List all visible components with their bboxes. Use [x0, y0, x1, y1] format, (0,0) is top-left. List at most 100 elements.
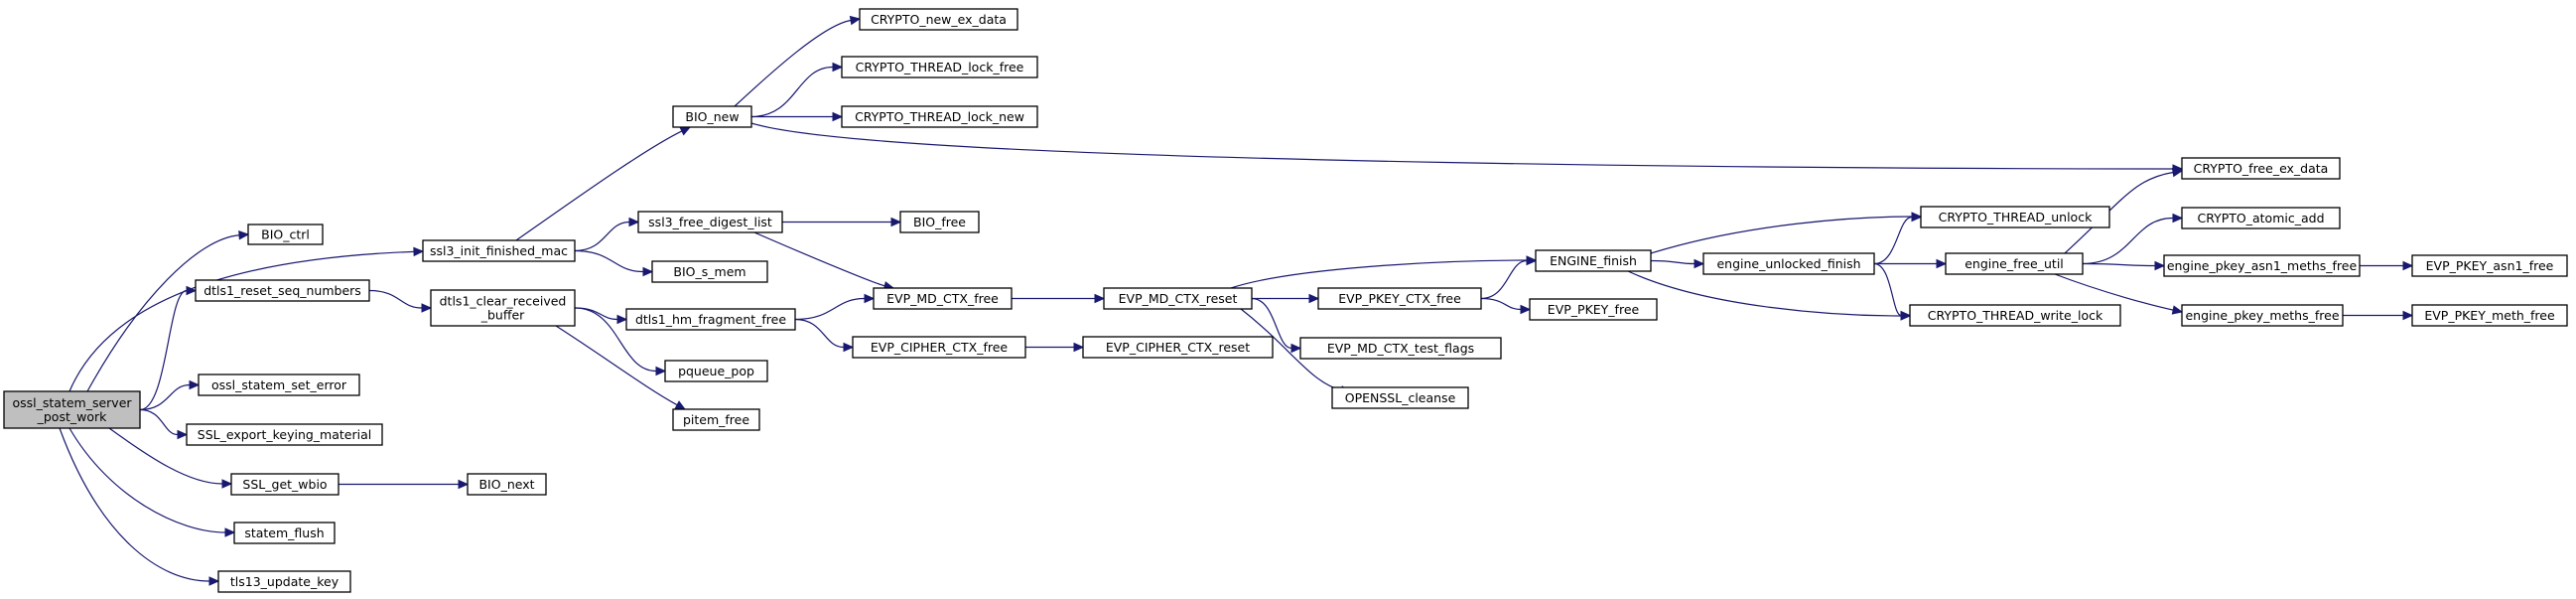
arrowhead-icon — [1308, 293, 1320, 304]
node-EVP_PKEY_meth_free[interactable]: EVP_PKEY_meth_free — [2411, 304, 2568, 327]
node-BIO_new[interactable]: BIO_new — [672, 105, 752, 128]
arrowhead-icon — [843, 342, 855, 353]
arrowhead-icon — [224, 527, 236, 537]
arrowhead-icon — [849, 15, 862, 26]
node-label: engine_pkey_asn1_meths_free — [2167, 258, 2358, 273]
node-box — [430, 289, 576, 327]
node-EVP_PKEY_asn1_free[interactable]: EVP_PKEY_asn1_free — [2411, 254, 2568, 277]
node-box — [247, 224, 324, 245]
node-ossl_statem_set_error[interactable]: ossl_statem_set_error — [198, 374, 360, 396]
node-pitem_free[interactable]: pitem_free — [672, 408, 760, 431]
node-BIO_s_mem[interactable]: BIO_s_mem — [651, 260, 768, 283]
arrowhead-icon — [864, 293, 876, 304]
edge-ssl3_init_finished_mac-to-ssl3_free_digest_list — [574, 217, 640, 252]
edge-engine_free_util-to-CRYPTO_free_ex_data — [2064, 167, 2184, 254]
node-BIO_next[interactable]: BIO_next — [467, 473, 547, 496]
node-box — [1317, 287, 1482, 310]
node-root[interactable]: ossl_statem_server_post_work — [3, 390, 141, 429]
arrowhead-icon — [221, 479, 233, 489]
edge-ENGINE_finish-to-CRYPTO_THREAD_write_lock — [1627, 270, 1912, 321]
arrowhead-icon — [186, 285, 198, 296]
node-CRYPTO_free_ex_data[interactable]: CRYPTO_free_ex_data — [2181, 157, 2341, 180]
node-label: CRYPTO_new_ex_data — [871, 12, 1007, 27]
node-EVP_CIPHER_CTX_reset[interactable]: EVP_CIPHER_CTX_reset — [1082, 336, 1274, 359]
arrowhead-icon — [2402, 310, 2414, 321]
edge-root-to-BIO_ctrl — [86, 230, 250, 392]
node-CRYPTO_THREAD_lock_new[interactable]: CRYPTO_THREAD_lock_new — [841, 105, 1038, 128]
node-box — [672, 408, 760, 431]
arrowhead-icon — [1520, 304, 1532, 315]
node-box — [198, 374, 360, 396]
node-label: dtls1_reset_seq_numbers — [203, 283, 361, 298]
arrowhead-icon — [2172, 213, 2184, 224]
node-ssl3_init_finished_mac[interactable]: ssl3_init_finished_mac — [422, 239, 576, 262]
node-label: pitem_free — [683, 412, 749, 427]
node-CRYPTO_THREAD_lock_free[interactable]: CRYPTO_THREAD_lock_free — [841, 56, 1038, 78]
node-CRYPTO_atomic_add[interactable]: CRYPTO_atomic_add — [2181, 207, 2341, 229]
node-CRYPTO_new_ex_data[interactable]: CRYPTO_new_ex_data — [859, 8, 1018, 31]
node-CRYPTO_THREAD_unlock[interactable]: CRYPTO_THREAD_unlock — [1920, 206, 2110, 228]
node-engine_pkey_meths_free[interactable]: engine_pkey_meths_free — [2181, 304, 2344, 327]
node-box — [2181, 157, 2341, 180]
node-label: ossl_statem_server — [12, 395, 132, 410]
edge-EVP_CIPHER_CTX_free-to-EVP_CIPHER_CTX_reset — [1025, 342, 1085, 353]
node-label: statem_flush — [244, 525, 324, 540]
node-SSL_export_keying_material[interactable]: SSL_export_keying_material — [186, 423, 383, 446]
node-pqueue_pop[interactable]: pqueue_pop — [664, 360, 768, 382]
node-dtls1_reset_seq_numbers[interactable]: dtls1_reset_seq_numbers — [195, 279, 370, 302]
node-engine_pkey_asn1_meths_free[interactable]: engine_pkey_asn1_meths_free — [2163, 254, 2361, 277]
node-ssl3_free_digest_list[interactable]: ssl3_free_digest_list — [637, 211, 783, 233]
node-label: _buffer — [480, 308, 525, 323]
edge-ssl3_free_digest_list-to-BIO_free — [782, 217, 902, 227]
node-label: EVP_PKEY_CTX_free — [1338, 291, 1461, 306]
node-ENGINE_finish[interactable]: ENGINE_finish — [1535, 249, 1652, 272]
arrowhead-icon — [1290, 343, 1302, 354]
node-engine_free_util[interactable]: engine_free_util — [1945, 252, 2084, 275]
node-statem_flush[interactable]: statem_flush — [233, 522, 336, 544]
arrowhead-icon — [413, 246, 425, 257]
node-box — [2181, 304, 2344, 327]
edge-root-to-SSL_get_wbio — [108, 427, 233, 489]
edge-root-to-statem_flush — [68, 427, 236, 537]
node-label: BIO_ctrl — [261, 227, 310, 242]
node-EVP_PKEY_free[interactable]: EVP_PKEY_free — [1529, 298, 1658, 321]
edge-engine_free_util-to-engine_pkey_meths_free — [2054, 273, 2184, 315]
node-EVP_MD_CTX_reset[interactable]: EVP_MD_CTX_reset — [1103, 287, 1253, 310]
node-dtls1_clear_received_buffer[interactable]: dtls1_clear_received_buffer — [430, 289, 576, 327]
node-label: ENGINE_finish — [1550, 253, 1637, 268]
edge-dtls1_hm_fragment_free-to-EVP_MD_CTX_free — [794, 293, 876, 321]
edge-dtls1_reset_seq_numbers-to-dtls1_clear_received_buffer — [368, 289, 433, 313]
edge-root-to-SSL_export_keying_material — [139, 408, 189, 440]
arrowhead-icon — [832, 111, 844, 122]
node-tls13_update_key[interactable]: tls13_update_key — [217, 570, 351, 593]
node-BIO_free[interactable]: BIO_free — [899, 211, 980, 233]
node-label: engine_free_util — [1965, 256, 2064, 271]
node-EVP_PKEY_CTX_free[interactable]: EVP_PKEY_CTX_free — [1317, 287, 1482, 310]
node-label: BIO_free — [913, 215, 966, 229]
node-label: CRYPTO_THREAD_unlock — [1939, 210, 2093, 225]
edge-BIO_new-to-CRYPTO_free_ex_data — [750, 122, 2184, 174]
node-box — [664, 360, 768, 382]
node-engine_unlocked_finish[interactable]: engine_unlocked_finish — [1702, 252, 1875, 275]
node-label: engine_unlocked_finish — [1716, 256, 1860, 271]
edge-dtls1_clear_received_buffer-to-pqueue_pop — [574, 307, 667, 376]
node-BIO_ctrl[interactable]: BIO_ctrl — [247, 224, 324, 245]
node-dtls1_hm_fragment_free[interactable]: dtls1_hm_fragment_free — [625, 308, 796, 331]
edge-BIO_new-to-CRYPTO_new_ex_data — [734, 15, 862, 107]
node-box — [625, 308, 796, 331]
node-EVP_MD_CTX_free[interactable]: EVP_MD_CTX_free — [873, 287, 1013, 310]
node-EVP_CIPHER_CTX_free[interactable]: EVP_CIPHER_CTX_free — [852, 336, 1026, 359]
node-box — [841, 105, 1038, 128]
node-box — [1702, 252, 1875, 275]
node-label: ossl_statem_set_error — [211, 377, 347, 392]
node-OPENSSL_cleanse[interactable]: OPENSSL_cleanse — [1331, 386, 1469, 409]
node-label: ssl3_init_finished_mac — [430, 243, 568, 258]
node-box — [1082, 336, 1274, 359]
edge-dtls1_hm_fragment_free-to-EVP_CIPHER_CTX_free — [794, 318, 855, 353]
node-label: EVP_PKEY_asn1_free — [2426, 258, 2554, 273]
node-EVP_MD_CTX_test_flags[interactable]: EVP_MD_CTX_test_flags — [1299, 337, 1502, 360]
node-box — [1331, 386, 1469, 409]
edge-root-to-dtls1_reset_seq_numbers — [139, 285, 198, 411]
node-CRYPTO_THREAD_write_lock[interactable]: CRYPTO_THREAD_write_lock — [1909, 304, 2121, 327]
node-SSL_get_wbio[interactable]: SSL_get_wbio — [230, 473, 339, 496]
